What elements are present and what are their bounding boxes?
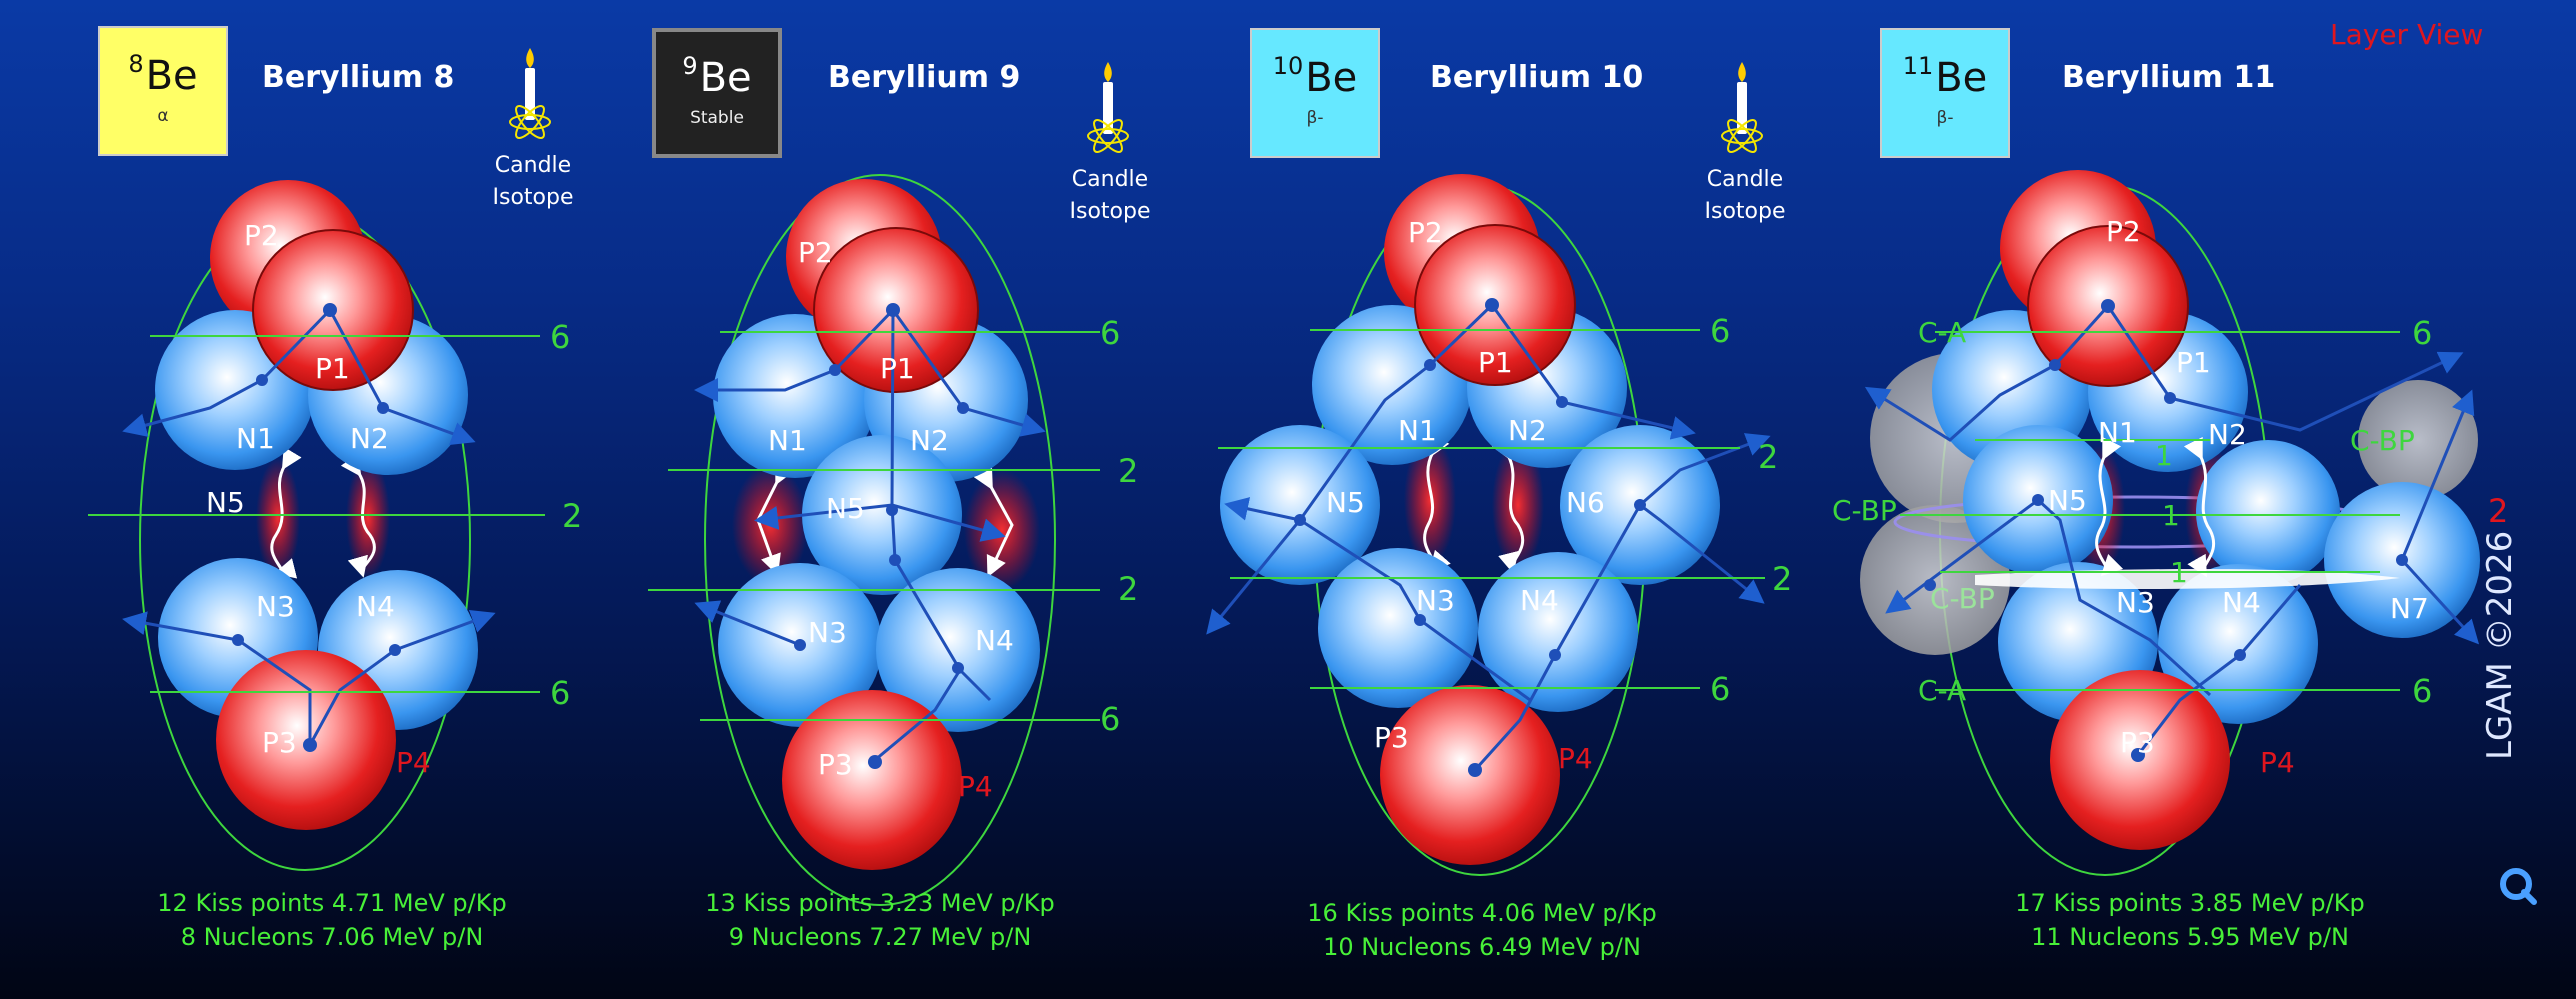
be8-n5-label: N5 bbox=[206, 486, 245, 519]
candle-icon bbox=[1087, 62, 1129, 153]
be8-layer-bottom: 6 bbox=[550, 674, 570, 712]
be9-layer-4: 6 bbox=[1100, 700, 1120, 738]
be9-symbol: 9Be bbox=[682, 52, 752, 101]
be11-n1-label: N1 bbox=[2098, 416, 2137, 449]
be10-tile: 10Be β- bbox=[1250, 28, 1380, 158]
be8-p4-label: P4 bbox=[396, 746, 431, 779]
be10-title: Beryllium 10 bbox=[1430, 60, 1644, 95]
be9-title: Beryllium 9 bbox=[828, 60, 1021, 95]
be9-n4-label: N4 bbox=[975, 624, 1014, 657]
be11-layer-mid: 2 bbox=[2488, 492, 2508, 530]
be11-tile: 11Be β- bbox=[1880, 28, 2010, 158]
be10-layer-3: 2 bbox=[1772, 560, 1792, 598]
be11-layer-bottom: 6 bbox=[2412, 672, 2432, 710]
be10-p2-label: P2 bbox=[1408, 216, 1443, 249]
be11-n3-label: N3 bbox=[2116, 586, 2155, 619]
be10-layer-4: 6 bbox=[1710, 670, 1730, 708]
be9-tile: 9Be Stable bbox=[652, 28, 782, 158]
be9-n5-label: N5 bbox=[826, 492, 865, 525]
be8-p2-label: P2 bbox=[244, 219, 279, 252]
lgam-logo-icon bbox=[2500, 868, 2537, 905]
be10-layer-1: 6 bbox=[1710, 312, 1730, 350]
be11-n4-label: N4 bbox=[2222, 586, 2261, 619]
be11-inner-layer-1: 1 bbox=[2155, 439, 2173, 472]
be9-n2-label: N2 bbox=[910, 424, 949, 457]
be9-p2-label: P2 bbox=[798, 236, 833, 269]
be10-p3-label: P3 bbox=[1374, 721, 1409, 754]
be10-n5-label: N5 bbox=[1326, 486, 1365, 519]
be10-p4-label: P4 bbox=[1558, 742, 1593, 775]
be9-layer-1: 6 bbox=[1100, 314, 1120, 352]
be11-decay-mode: β- bbox=[1936, 108, 1954, 128]
be8-n2-label: N2 bbox=[350, 422, 389, 455]
copyright-text: LGAM ©2026 bbox=[2480, 530, 2520, 760]
be9-decay-mode: Stable bbox=[690, 108, 744, 128]
be9-n1-label: N1 bbox=[768, 424, 807, 457]
be8-n4-label: N4 bbox=[356, 590, 395, 623]
be9-n3-label: N3 bbox=[808, 616, 847, 649]
be8-n3-label: N3 bbox=[256, 590, 295, 623]
be9-p4-label: P4 bbox=[958, 770, 993, 803]
candle-icon bbox=[1721, 62, 1763, 153]
be8-title: Beryllium 8 bbox=[262, 60, 455, 95]
be11-p1-label: P1 bbox=[2176, 346, 2211, 379]
be11-nucleus: 6 2 6 1 1 1 C-A C-BP C-BP C-BP C-A P2 P1… bbox=[1832, 170, 2508, 876]
be10-symbol: 10Be bbox=[1272, 52, 1358, 101]
be8-layer-top: 6 bbox=[550, 318, 570, 356]
be8-p3-label: P3 bbox=[262, 726, 297, 759]
be11-p2-label: P2 bbox=[2106, 215, 2141, 248]
be10-n6-label: N6 bbox=[1566, 486, 1605, 519]
be11-cluster-cbp-left: C-BP bbox=[1832, 494, 1897, 527]
be11-symbol: 11Be bbox=[1902, 52, 1988, 101]
be10-n3-label: N3 bbox=[1416, 584, 1455, 617]
be10-nucleus: 6 2 2 6 P2 P1 N1 N2 N5 N6 N3 N4 P3 P4 bbox=[1206, 174, 1792, 876]
be10-n1-label: N1 bbox=[1398, 414, 1437, 447]
be9-p3-label: P3 bbox=[818, 748, 853, 781]
be8-symbol: 8Be bbox=[128, 50, 198, 99]
be9-p1-label: P1 bbox=[880, 352, 915, 385]
layer-view-label: Layer View bbox=[2330, 18, 2484, 51]
be8-tile: 8Be α bbox=[98, 26, 228, 156]
be9-layer-2: 2 bbox=[1118, 452, 1138, 490]
be8-p1-label: P1 bbox=[315, 352, 350, 385]
be8-layer-mid: 2 bbox=[562, 497, 582, 535]
be9-nucleus: 6 2 2 6 P2 P1 N1 N2 N5 N3 N4 P3 P4 bbox=[648, 174, 1138, 906]
be11-n5-label: N5 bbox=[2048, 484, 2087, 517]
be8-nucleus: 6 2 6 P2 P1 N1 N2 N5 N3 N4 P3 P4 bbox=[88, 180, 582, 871]
be11-n7-label: N7 bbox=[2390, 592, 2429, 625]
be11-cluster-cbp-right: C-BP bbox=[2350, 424, 2415, 457]
be10-n4-label: N4 bbox=[1520, 584, 1559, 617]
be11-cluster-ca-top: C-A bbox=[1918, 316, 1966, 349]
be10-p1-label: P1 bbox=[1478, 346, 1513, 379]
be8-n1-label: N1 bbox=[236, 422, 275, 455]
be11-cluster-cbp-lower: C-BP bbox=[1930, 582, 1995, 615]
be10-layer-2: 2 bbox=[1758, 438, 1778, 476]
be10-decay-mode: β- bbox=[1306, 108, 1324, 128]
be11-cluster-ca-bottom: C-A bbox=[1918, 674, 1966, 707]
be11-title: Beryllium 11 bbox=[2062, 60, 2276, 95]
be11-p3-label: P3 bbox=[2120, 726, 2155, 759]
be11-n2-label: N2 bbox=[2208, 418, 2247, 451]
be11-inner-layer-2: 1 bbox=[2162, 499, 2180, 532]
be11-layer-top: 6 bbox=[2412, 314, 2432, 352]
be10-n2-label: N2 bbox=[1508, 414, 1547, 447]
candle-icon bbox=[509, 48, 551, 139]
be11-p4-label: P4 bbox=[2260, 746, 2295, 779]
be9-layer-3: 2 bbox=[1118, 570, 1138, 608]
be11-inner-layer-3: 1 bbox=[2170, 556, 2188, 589]
be8-decay-mode: α bbox=[157, 106, 169, 126]
